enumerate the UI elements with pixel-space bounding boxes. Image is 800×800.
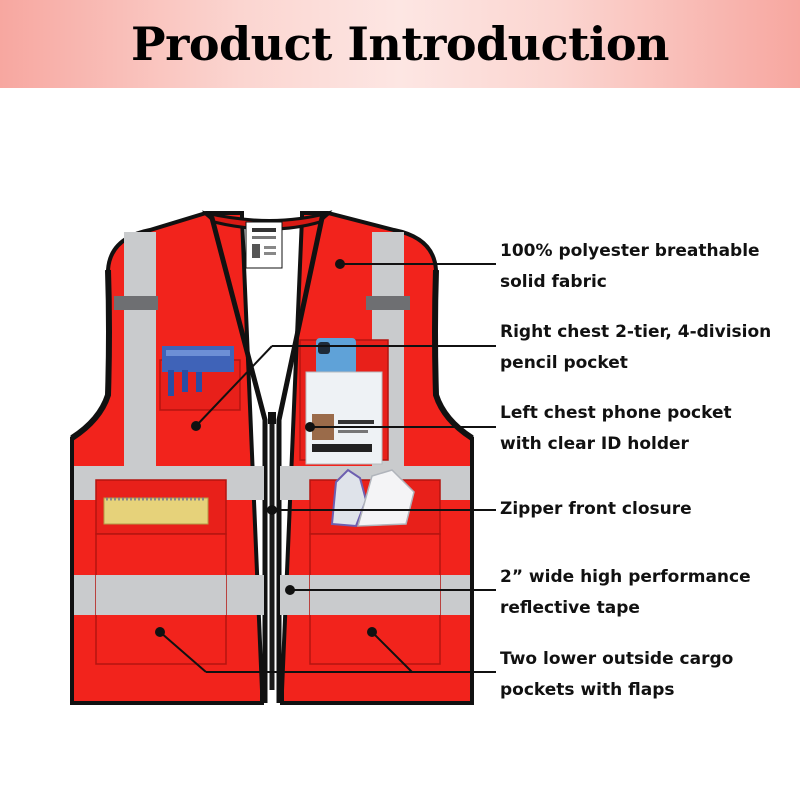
feature-reflective-tape: 2” wide high performance reflective tape [500,562,790,624]
feature-cargo-pockets: Two lower outside cargo pockets with fla… [500,644,790,706]
feature-line: Left chest phone pocket [500,403,732,423]
pen-pocket-icon [159,346,241,411]
feature-line: Right chest 2-tier, 4-division [500,322,772,342]
notebook-icon [103,497,209,525]
page-title: Product Introduction [131,17,669,71]
vest-illustration [70,210,496,705]
callout-lines [155,259,496,673]
feature-line: pockets with flaps [500,680,675,700]
product-figure [0,88,800,800]
feature-line: Two lower outside cargo [500,649,734,669]
feature-line: 100% polyester breathable [500,241,760,261]
feature-phone-pocket: Left chest phone pocket with clear ID ho… [500,398,790,460]
banner: Product Introduction [0,0,800,88]
id-card-icon [305,371,383,465]
feature-line: reflective tape [500,598,640,618]
feature-line: Zipper front closure [500,499,692,519]
cargo-pockets [95,533,441,665]
feature-fabric: 100% polyester breathable solid fabric [500,236,790,298]
feature-line: with clear ID holder [500,434,689,454]
feature-line: 2” wide high performance [500,567,751,587]
feature-zipper: Zipper front closure [500,494,790,525]
feature-pencil-pocket: Right chest 2-tier, 4-division pencil po… [500,317,790,379]
gloves-icon [330,468,415,528]
feature-line: pencil pocket [500,353,628,373]
feature-line: solid fabric [500,272,607,292]
